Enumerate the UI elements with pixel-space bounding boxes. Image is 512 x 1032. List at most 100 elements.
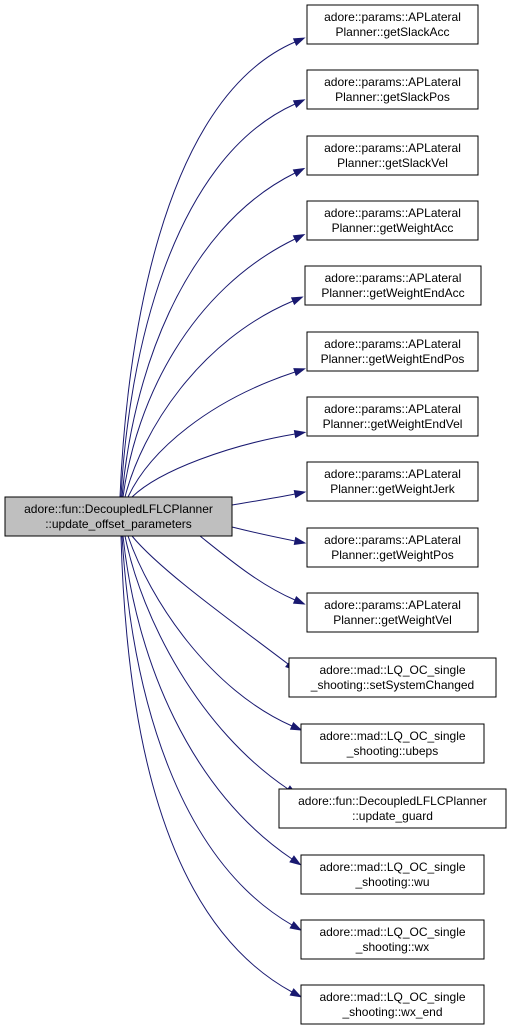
callee-node-label-line2: _shooting::wx <box>355 940 429 954</box>
call-edge <box>121 535 293 926</box>
callee-node[interactable]: adore::fun::DecoupledLFLCPlanner::update… <box>278 788 507 829</box>
callee-node[interactable]: adore::params::APLateralPlanner::getSlac… <box>306 135 479 176</box>
call-edge <box>127 371 296 498</box>
arrowhead <box>290 296 304 306</box>
callee-node-label-line1: adore::mad::LQ_OC_single <box>319 663 465 677</box>
callee-node[interactable]: adore::params::APLateralPlanner::getSlac… <box>306 4 479 45</box>
callee-node-label-line1: adore::mad::LQ_OC_single <box>319 729 465 743</box>
callee-node-box <box>300 919 485 960</box>
arrowhead <box>293 536 307 546</box>
call-edge <box>120 103 296 498</box>
callee-node-box <box>306 527 479 568</box>
arrowhead <box>289 855 302 866</box>
callee-node-label-line2: Planner::getWeightAcc <box>332 221 454 235</box>
callee-node-label-line1: adore::fun::DecoupledLFLCPlanner <box>298 794 487 808</box>
callee-node-label-line2: _shooting::ubeps <box>346 744 438 758</box>
callee-node-box <box>278 788 507 829</box>
callee-node-box <box>306 592 479 633</box>
arrowhead <box>292 595 306 605</box>
arrowhead <box>289 921 302 931</box>
callee-node[interactable]: adore::params::APLateralPlanner::getWeig… <box>304 265 482 306</box>
call-edge <box>122 535 293 860</box>
callee-node-label-line1: adore::params::APLateral <box>324 467 461 481</box>
call-edge <box>124 300 294 498</box>
arrowhead <box>293 368 306 377</box>
callee-node-label-line1: adore::params::APLateral <box>324 10 461 24</box>
callee-node-label-line2: Planner::getWeightEndPos <box>321 352 465 366</box>
callee-node-label-line2: _shooting::wx_end <box>341 1005 442 1019</box>
callee-node-label-line2: Planner::getWeightEndAcc <box>321 286 464 300</box>
callee-node-box <box>306 331 479 372</box>
callee-node-label-line1: adore::mad::LQ_OC_single <box>319 990 465 1004</box>
callee-node[interactable]: adore::mad::LQ_OC_single_shooting::wu <box>300 854 485 895</box>
call-edge <box>231 526 296 542</box>
arrowhead <box>292 37 306 47</box>
callee-node-label-line1: adore::params::APLateral <box>324 598 461 612</box>
callee-node-box <box>306 4 479 45</box>
callee-node-label-line1: adore::params::APLateral <box>324 337 461 351</box>
call-edge <box>127 535 293 727</box>
callee-node[interactable]: adore::mad::LQ_OC_single_shooting::setSy… <box>288 657 497 698</box>
arrowhead <box>289 988 303 998</box>
callee-node-label-line2: Planner::getWeightEndVel <box>323 417 463 431</box>
callee-node-label-line1: adore::params::APLateral <box>324 402 461 416</box>
callee-node-box <box>300 854 485 895</box>
callee-node-label-line2: _shooting::setSystemChanged <box>310 678 474 692</box>
root-node[interactable]: adore::fun::DecoupledLFLCPlanner ::updat… <box>4 496 233 537</box>
callee-node[interactable]: adore::params::APLateralPlanner::getWeig… <box>306 461 479 502</box>
callee-node-box <box>304 265 482 306</box>
callee-node-box <box>306 135 479 176</box>
callee-node[interactable]: adore::mad::LQ_OC_single_shooting::wx <box>300 919 485 960</box>
callee-node-label-line2: Planner::getWeightVel <box>333 613 452 627</box>
root-node-label-line1: adore::fun::DecoupledLFLCPlanner <box>24 502 213 516</box>
callee-node-label-line2: Planner::getSlackAcc <box>335 25 449 39</box>
call-edge <box>120 535 293 993</box>
call-edge <box>231 493 296 506</box>
callee-node[interactable]: adore::params::APLateralPlanner::getWeig… <box>306 592 479 633</box>
callee-node[interactable]: adore::mad::LQ_OC_single_shooting::wx_en… <box>300 984 485 1025</box>
callee-node-box <box>306 69 479 110</box>
call-edge <box>131 433 296 498</box>
callee-node[interactable]: adore::params::APLateralPlanner::getWeig… <box>306 396 479 437</box>
callee-node-box <box>306 200 479 241</box>
callee-node-label-line1: adore::params::APLateral <box>324 141 461 155</box>
callee-node-label-line1: adore::params::APLateral <box>325 271 462 285</box>
call-edge <box>199 535 296 601</box>
call-edge <box>122 238 296 498</box>
callee-node[interactable]: adore::params::APLateralPlanner::getWeig… <box>306 331 479 372</box>
callee-node-box <box>306 461 479 502</box>
call-edge <box>131 535 289 665</box>
arrowhead <box>292 99 306 109</box>
root-node-label-line2: ::update_offset_parameters <box>45 517 192 531</box>
arrowhead <box>292 167 306 177</box>
call-edges <box>119 37 307 998</box>
callee-node-label-line1: adore::mad::LQ_OC_single <box>319 925 465 939</box>
callee-node[interactable]: adore::params::APLateralPlanner::getSlac… <box>306 69 479 110</box>
callee-node-label-line2: Planner::getSlackPos <box>335 90 450 104</box>
callee-nodes: adore::params::APLateralPlanner::getSlac… <box>278 4 507 1025</box>
callee-node[interactable]: adore::params::APLateralPlanner::getWeig… <box>306 200 479 241</box>
callee-node-box <box>288 657 497 698</box>
callee-node[interactable]: adore::params::APLateralPlanner::getWeig… <box>306 527 479 568</box>
arrowhead <box>289 721 303 731</box>
callee-node-label-line2: _shooting::wu <box>354 875 429 889</box>
arrowhead <box>292 233 306 244</box>
callee-node-box <box>300 723 485 764</box>
call-edge <box>124 535 289 790</box>
callee-node-label-line2: Planner::getWeightJerk <box>330 482 456 496</box>
callee-node-label-line1: adore::params::APLateral <box>324 533 461 547</box>
callee-node[interactable]: adore::mad::LQ_OC_single_shooting::ubeps <box>300 723 485 764</box>
callee-node-label-line2: Planner::getWeightPos <box>331 548 454 562</box>
callee-node-label-line1: adore::params::APLateral <box>324 206 461 220</box>
callee-node-label-line1: adore::mad::LQ_OC_single <box>319 860 465 874</box>
callee-node-box <box>306 396 479 437</box>
arrowhead <box>293 429 307 439</box>
callee-node-box <box>300 984 485 1025</box>
callee-node-label-line2: Planner::getSlackVel <box>337 156 448 170</box>
root-node-box <box>4 496 233 537</box>
arrowhead <box>293 489 307 499</box>
call-edge <box>119 41 296 498</box>
callee-node-label-line1: adore::params::APLateral <box>324 75 461 89</box>
callee-node-label-line2: ::update_guard <box>352 809 433 823</box>
